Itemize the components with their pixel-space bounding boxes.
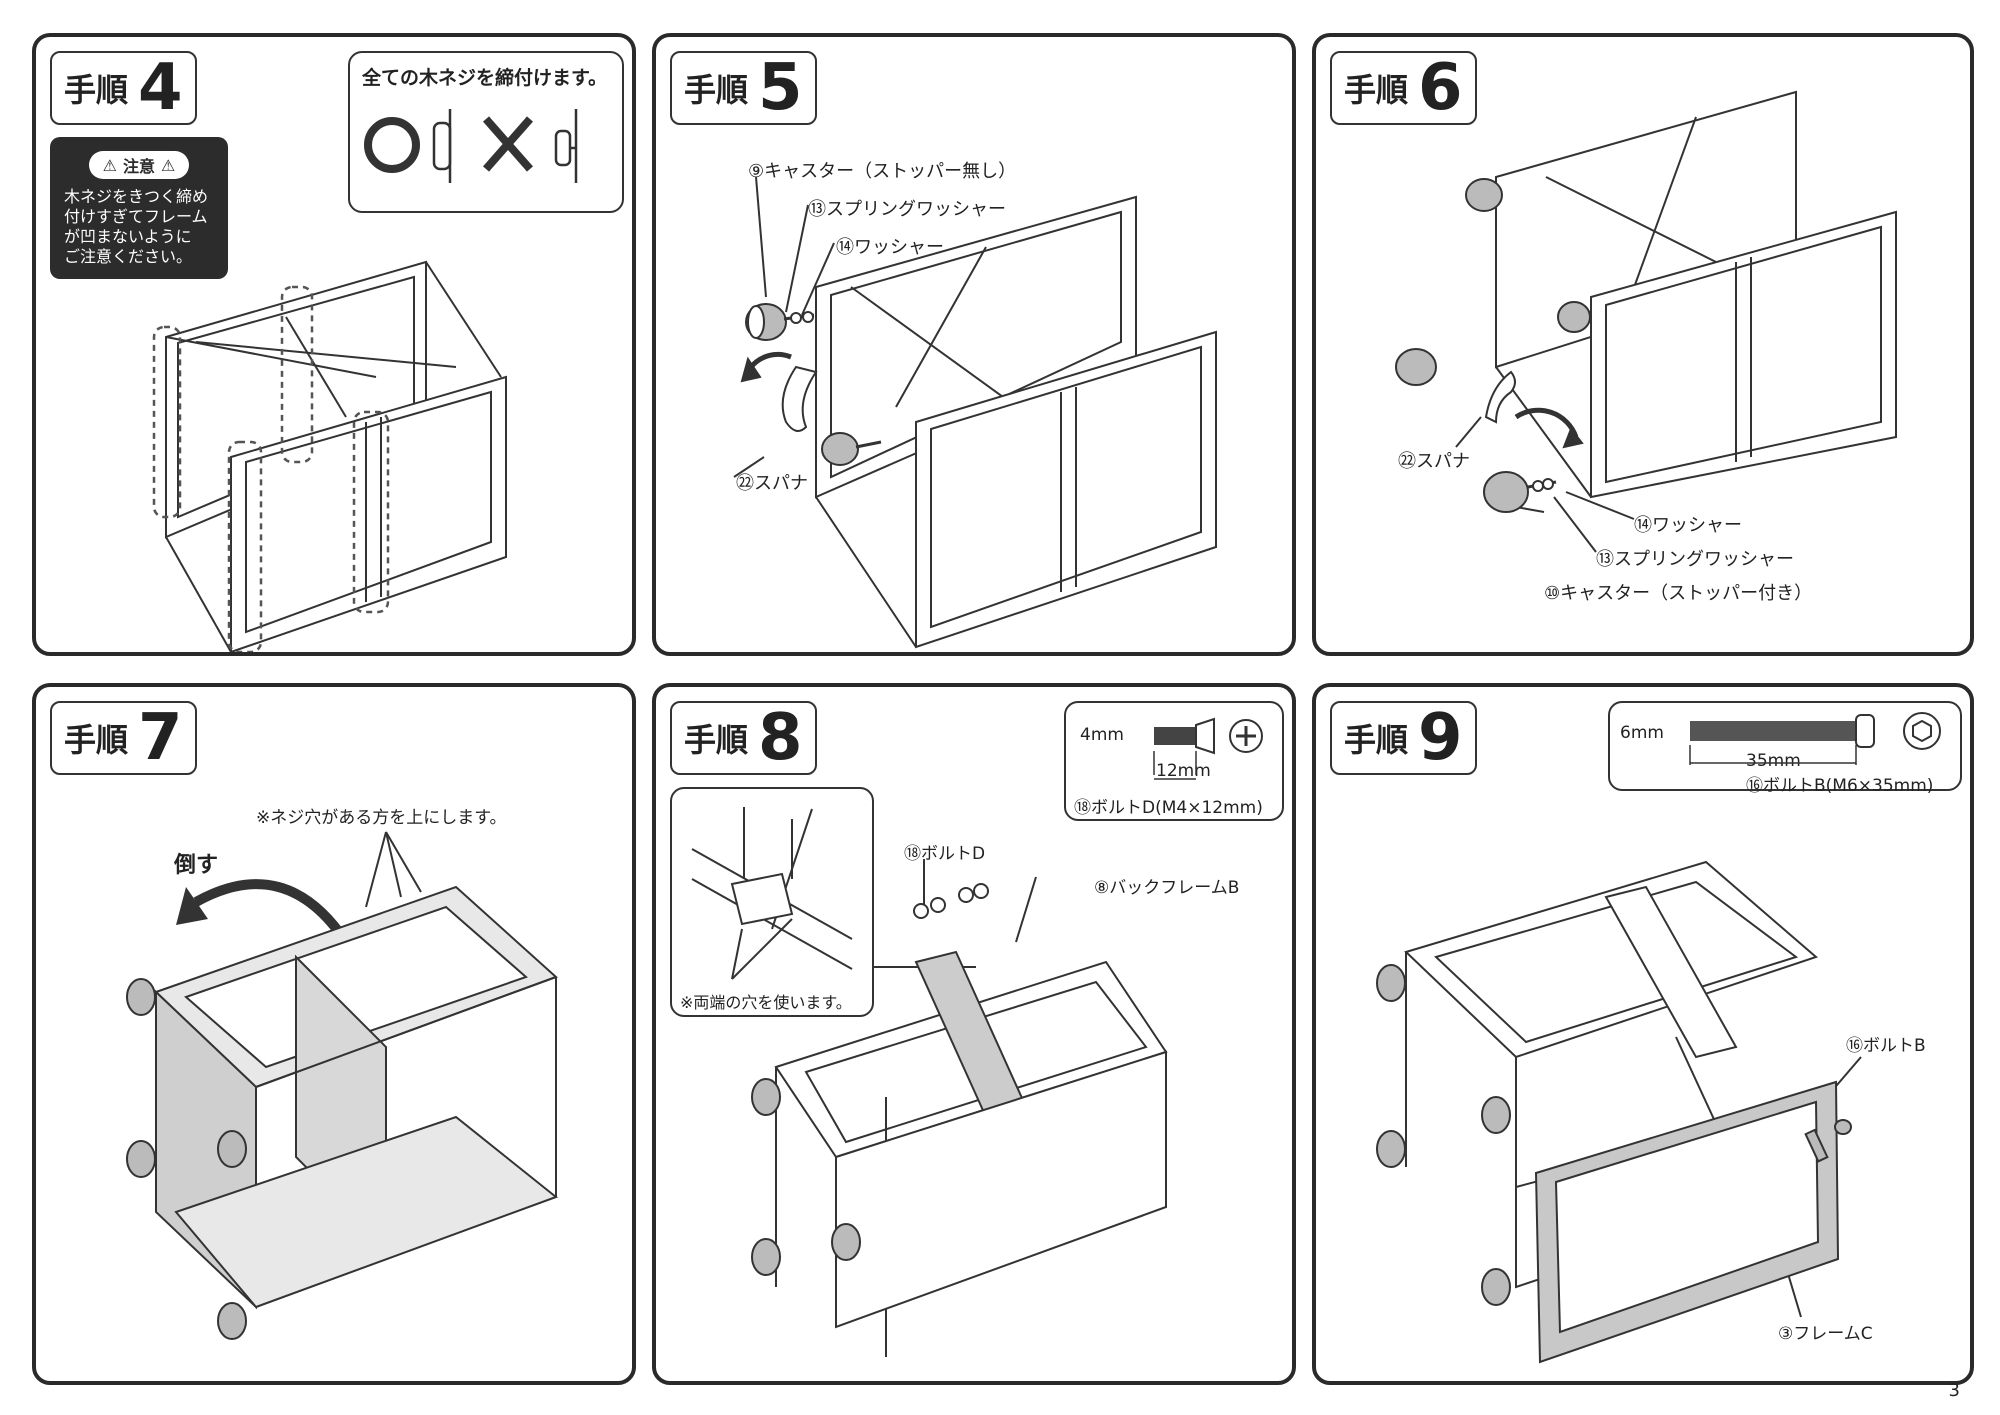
step-word: 手順 — [1344, 721, 1409, 759]
step-7-illustration — [126, 831, 559, 1340]
bolt-d-icon — [1153, 717, 1263, 780]
screw-hole-note: ※ネジ穴がある方を上にします。 — [256, 808, 507, 828]
bolt-b-label: ⑯ボルトB — [1846, 1036, 1926, 1056]
step-6-tag: 手順 6 — [1330, 51, 1477, 125]
step-5-illustration — [733, 176, 1217, 649]
step-word: 手順 — [64, 721, 129, 759]
step-5-tag: 手順 5 — [670, 51, 817, 125]
step-7-tag: 手順 7 — [50, 701, 197, 775]
step-number: 4 — [138, 51, 183, 125]
tip-over-label: 倒す — [174, 853, 219, 878]
bolt-length-label: 12mm — [1156, 761, 1211, 781]
bolt-length-label: 35mm — [1746, 751, 1801, 771]
caster-label: ⑨キャスター（ストッパー無し） — [748, 161, 1017, 182]
bracket-inset-icon — [691, 807, 853, 980]
washer-label: ⑭ワッシャー — [1634, 515, 1742, 536]
step-8-panel: 手順 8 4mm 12mm ⑱ボルトD(M4×12mm) ※両端の穴を使います。 — [652, 683, 1296, 1385]
step-4-tag: 手順 4 — [50, 51, 197, 125]
step-9-panel: 手順 9 6mm 35mm ⑯ボルトB(M6×35mm) ⑯ボルトB ③フレーム… — [1312, 683, 1974, 1385]
screw-ok-ng-icon — [364, 109, 578, 183]
step-word: 手順 — [684, 71, 749, 109]
caster-icon — [745, 303, 882, 466]
step-number: 8 — [758, 701, 803, 775]
step-5-panel: 手順 5 ⑨キャスター（ストッパー無し） ⑬スプリングワッシャー ⑭ワッシャー … — [652, 33, 1296, 656]
caster-icon — [1376, 964, 1511, 1306]
bolt-b-spec-box: 6mm 35mm ⑯ボルトB(M6×35mm) — [1608, 701, 1962, 796]
back-frame-b-label: ⑧バックフレームB — [1094, 878, 1240, 898]
spanner-label: ㉒スパナ — [736, 473, 808, 494]
bolt-d-spec-box: 4mm 12mm ⑱ボルトD(M4×12mm) — [1064, 701, 1284, 821]
step-number: 6 — [1418, 51, 1463, 125]
washer-label: ⑭ワッシャー — [836, 237, 944, 258]
caution-box: ⚠ 注意 ⚠ 木ネジをきつく締め 付けすぎてフレーム が凹まないように ご注意く… — [50, 137, 228, 279]
bolt-d-label: ⑱ボルトD — [904, 844, 986, 864]
page-number: 3 — [1948, 1380, 1960, 1401]
warning-icon: ⚠ — [161, 155, 176, 175]
spanner-icon — [1484, 370, 1584, 449]
spring-washer-label: ⑬スプリングワッシャー — [808, 199, 1006, 220]
caution-label: ⚠ 注意 ⚠ — [88, 151, 190, 179]
bolt-icon — [1804, 1119, 1852, 1163]
step-8-tag: 手順 8 — [670, 701, 817, 775]
step-6-panel: 手順 6 ㉒スパナ ⑭ワッシャー ⑬スプリングワッシャー ⑩キャスター（ストッパ… — [1312, 33, 1974, 656]
bolt-b-icon — [1689, 712, 1941, 765]
screw-note-title: 全ての木ネジを締付けます。 — [362, 67, 608, 89]
spanner-icon — [740, 351, 818, 432]
step-number: 7 — [138, 701, 183, 775]
bolt-diameter-label: 4mm — [1080, 725, 1124, 745]
warning-icon: ⚠ — [102, 155, 117, 175]
caster-label: ⑩キャスター（ストッパー付き） — [1544, 583, 1813, 604]
step-number: 9 — [1418, 701, 1463, 775]
step-word: 手順 — [64, 71, 129, 109]
frame-c-label: ③フレームC — [1778, 1324, 1873, 1344]
bracket-inset-box: ※両端の穴を使います。 — [670, 787, 874, 1017]
step-4-panel: 手順 4 ⚠ 注意 ⚠ 木ネジをきつく締め 付けすぎてフレーム が凹まないように… — [32, 33, 636, 656]
step-word: 手順 — [684, 721, 749, 759]
bolt-spec-label: ⑱ボルトD(M4×12mm) — [1074, 798, 1263, 818]
caster-icon — [751, 1078, 861, 1276]
spring-washer-label: ⑬スプリングワッシャー — [1596, 549, 1794, 570]
bolt-icon — [913, 883, 989, 919]
caution-text: 木ネジをきつく締め 付けすぎてフレーム が凹まないように ご注意ください。 — [64, 187, 209, 266]
screw-note-box: 全ての木ネジを締付けます。 — [348, 51, 624, 213]
step-number: 5 — [758, 51, 803, 125]
step-7-panel: 手順 7 ※ネジ穴がある方を上にします。 倒す — [32, 683, 636, 1385]
step-word: 手順 — [1344, 71, 1409, 109]
bolt-spec-label: ⑯ボルトB(M6×35mm) — [1746, 776, 1934, 796]
caster-icon — [126, 978, 247, 1340]
step-9-tag: 手順 9 — [1330, 701, 1477, 775]
bolt-diameter-label: 6mm — [1620, 723, 1664, 743]
spanner-label: ㉒スパナ — [1398, 451, 1470, 472]
